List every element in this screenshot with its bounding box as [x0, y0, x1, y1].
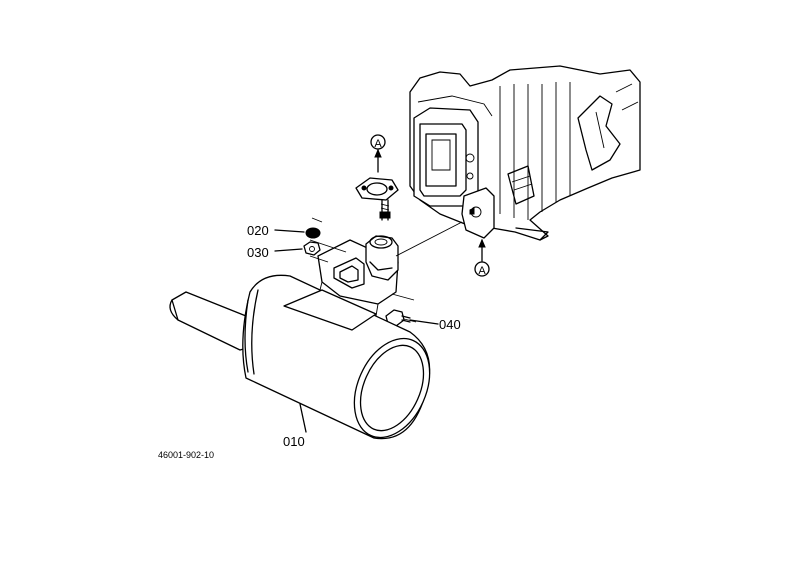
- engine-block: [409, 65, 641, 241]
- hex-nut: 030: [247, 241, 321, 260]
- assembly-lines: [309, 217, 463, 323]
- reference-mark-upper-label: A: [374, 138, 382, 150]
- exhaust-gasket: [355, 177, 399, 201]
- muffler-label: 010: [283, 434, 305, 449]
- mounting-bracket: [287, 235, 399, 331]
- reference-mark-lower-label: A: [478, 265, 486, 277]
- hex-bolt: 040: [385, 309, 461, 332]
- washer-label: 020: [247, 223, 269, 238]
- spring-washer: 020: [247, 223, 321, 239]
- muffler: 010: [169, 274, 431, 449]
- bolt-label: 040: [439, 317, 461, 332]
- nut-label: 030: [247, 245, 269, 260]
- stud-bolt: [379, 199, 391, 221]
- reference-mark-upper: A: [370, 134, 386, 173]
- drawing-code: 46001-902-10: [158, 450, 214, 460]
- reference-mark-lower: A: [474, 238, 490, 277]
